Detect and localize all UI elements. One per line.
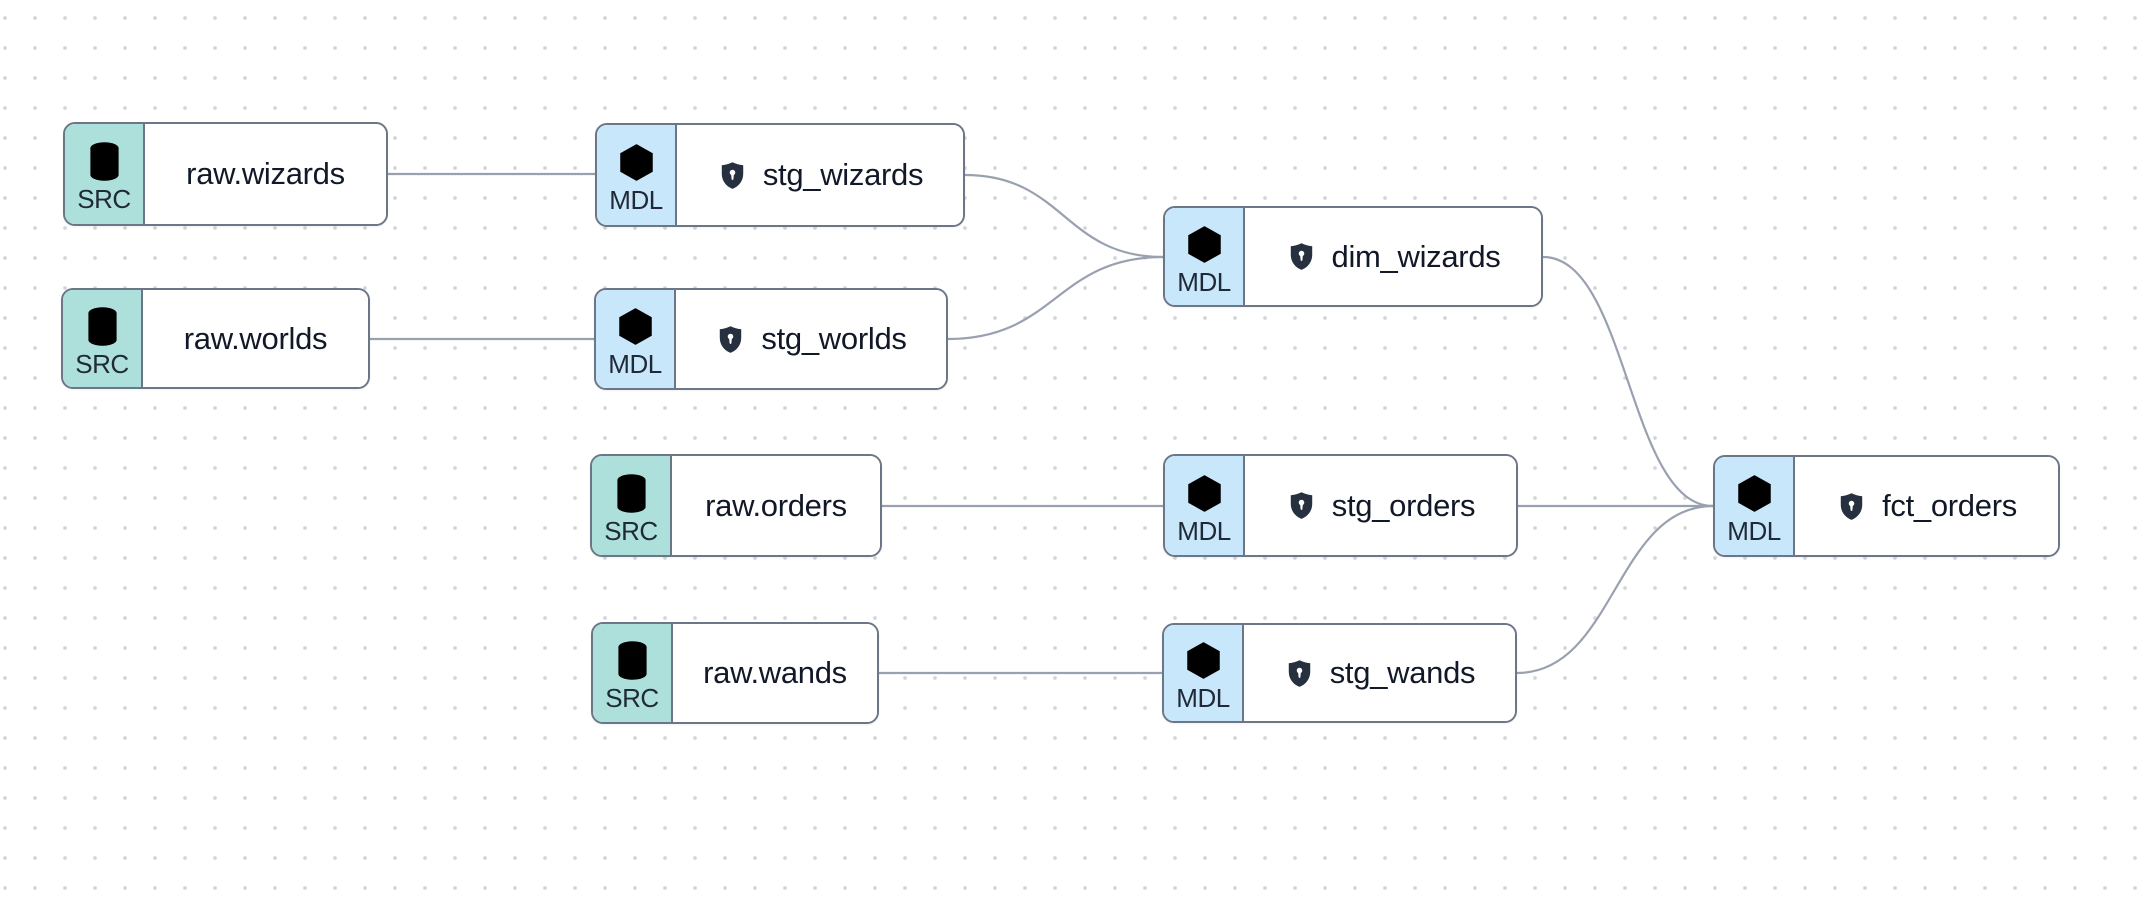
edge-dim-wizards-to-fct-orders xyxy=(1542,255,1714,508)
node-type-label: MDL xyxy=(609,185,663,216)
lineage-node-stg-worlds[interactable]: MDL stg_worlds xyxy=(594,288,948,390)
node-body: stg_orders xyxy=(1245,456,1516,555)
node-label: raw.wizards xyxy=(186,156,345,191)
node-body: raw.wands xyxy=(673,624,877,722)
node-type-badge: MDL xyxy=(1715,457,1795,555)
node-body: stg_wizards xyxy=(677,125,963,225)
node-type-label: SRC xyxy=(604,515,658,546)
node-body: dim_wizards xyxy=(1245,208,1541,305)
lineage-node-raw-wands[interactable]: SRC raw.wands xyxy=(591,622,879,724)
lineage-node-fct-orders[interactable]: MDL fct_orders xyxy=(1713,455,2060,557)
node-type-badge: MDL xyxy=(1165,208,1245,305)
node-label: dim_wizards xyxy=(1331,238,1501,274)
lineage-node-stg-orders[interactable]: MDL stg_orders xyxy=(1163,454,1518,557)
node-type-label: SRC xyxy=(77,184,131,215)
node-type-badge: SRC xyxy=(593,624,673,722)
cube-icon xyxy=(618,308,652,346)
node-type-badge: MDL xyxy=(1165,456,1245,555)
node-label: raw.wands xyxy=(703,655,847,690)
node-body: raw.orders xyxy=(672,456,880,555)
database-icon xyxy=(616,474,646,513)
node-label: stg_worlds xyxy=(761,321,907,356)
node-body: raw.wizards xyxy=(145,124,386,224)
node-type-label: MDL xyxy=(1177,515,1231,546)
node-type-label: MDL xyxy=(608,349,662,380)
shield-lock-icon xyxy=(1288,659,1310,687)
node-type-badge: SRC xyxy=(65,124,145,224)
node-type-label: MDL xyxy=(1727,516,1781,547)
lineage-node-dim-wizards[interactable]: MDL dim_wizards xyxy=(1163,206,1543,307)
node-type-badge: MDL xyxy=(596,290,676,388)
database-icon xyxy=(89,142,119,182)
cube-icon xyxy=(1737,475,1771,513)
edge-stg-wizards-to-dim-wizards xyxy=(964,173,1164,259)
shield-lock-icon xyxy=(721,161,744,189)
node-type-badge: MDL xyxy=(597,125,677,225)
shield-lock-icon xyxy=(720,325,742,353)
node-body: stg_worlds xyxy=(676,290,946,388)
cube-icon xyxy=(1187,474,1221,512)
node-label: stg_wands xyxy=(1329,655,1476,690)
node-label: stg_orders xyxy=(1331,487,1476,523)
node-label: stg_wizards xyxy=(762,157,924,192)
node-label: raw.worlds xyxy=(183,320,328,356)
cube-icon xyxy=(619,144,653,182)
node-type-label: MDL xyxy=(1177,266,1231,297)
node-type-label: SRC xyxy=(75,348,129,379)
database-icon xyxy=(87,307,117,346)
node-body: fct_orders xyxy=(1795,457,2058,555)
edge-stg-wands-to-fct-orders xyxy=(1516,504,1714,675)
node-type-badge: MDL xyxy=(1164,625,1244,721)
node-body: raw.worlds xyxy=(143,290,368,387)
node-type-label: MDL xyxy=(1176,683,1230,714)
node-type-label: SRC xyxy=(605,683,659,714)
node-body: stg_wands xyxy=(1244,625,1515,721)
lineage-node-raw-orders[interactable]: SRC raw.orders xyxy=(590,454,882,557)
lineage-node-raw-worlds[interactable]: SRC raw.worlds xyxy=(61,288,370,389)
lineage-node-raw-wizards[interactable]: SRC raw.wizards xyxy=(63,122,388,226)
shield-lock-icon xyxy=(1840,492,1863,520)
lineage-node-stg-wizards[interactable]: MDL stg_wizards xyxy=(595,123,965,227)
node-label: raw.orders xyxy=(705,487,847,523)
node-label: fct_orders xyxy=(1882,488,2017,523)
shield-lock-icon xyxy=(1290,492,1312,519)
lineage-node-stg-wands[interactable]: MDL stg_wands xyxy=(1162,623,1517,723)
shield-lock-icon xyxy=(1290,243,1312,270)
database-icon xyxy=(617,641,647,681)
cube-icon xyxy=(1187,225,1221,263)
cube-icon xyxy=(1186,642,1220,680)
node-type-badge: SRC xyxy=(63,290,143,387)
edge-stg-worlds-to-dim-wizards xyxy=(947,255,1164,341)
node-type-badge: SRC xyxy=(592,456,672,555)
